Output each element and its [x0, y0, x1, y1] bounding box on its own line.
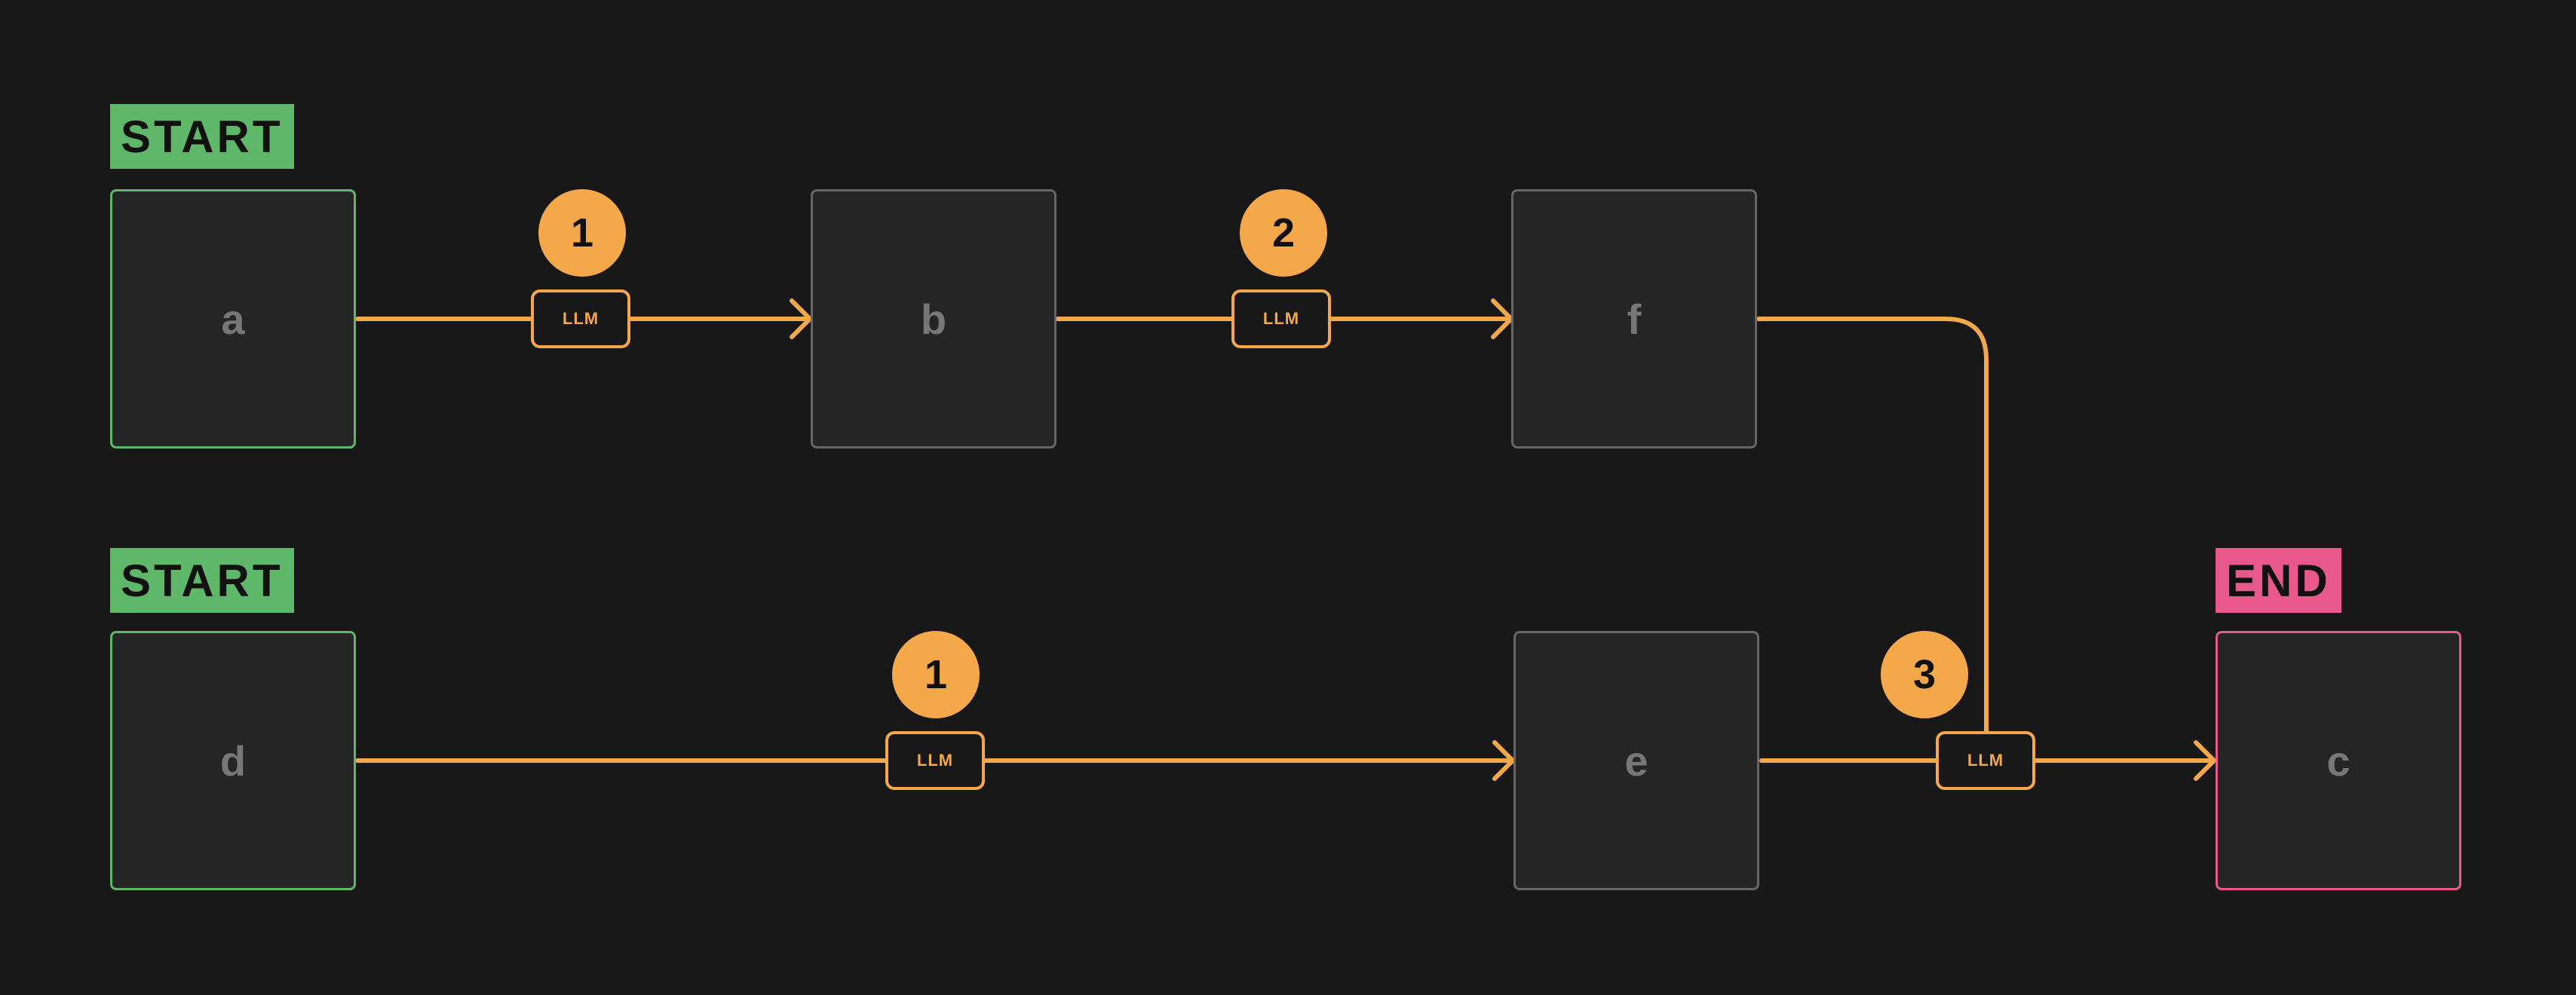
node-e[interactable]: e	[1513, 631, 1759, 890]
step-badge-b-f: 2	[1240, 189, 1327, 277]
node-c[interactable]: c	[2216, 631, 2461, 890]
node-b[interactable]: b	[811, 189, 1056, 449]
llm-label-b-f[interactable]: LLM	[1231, 289, 1331, 348]
llm-label-d-e[interactable]: LLM	[885, 731, 985, 790]
llm-label-a-b[interactable]: LLM	[531, 289, 630, 348]
step-badge-d-e: 1	[892, 631, 980, 718]
start-tag-top: START	[110, 104, 294, 169]
node-a[interactable]: a	[110, 189, 356, 449]
node-f[interactable]: f	[1511, 189, 1757, 449]
arrow-head-a-b	[790, 298, 812, 339]
step-badge-e-c: 3	[1881, 631, 1968, 718]
end-tag: END	[2216, 548, 2341, 613]
arrow-head-e-c	[2194, 740, 2216, 781]
start-tag-bottom: START	[110, 548, 294, 613]
step-badge-a-b: 1	[538, 189, 626, 277]
edge-f-merge	[1756, 317, 1989, 733]
node-d[interactable]: d	[110, 631, 356, 890]
llm-label-e-c[interactable]: LLM	[1936, 731, 2035, 790]
arrow-head-d-e	[1492, 740, 1515, 781]
